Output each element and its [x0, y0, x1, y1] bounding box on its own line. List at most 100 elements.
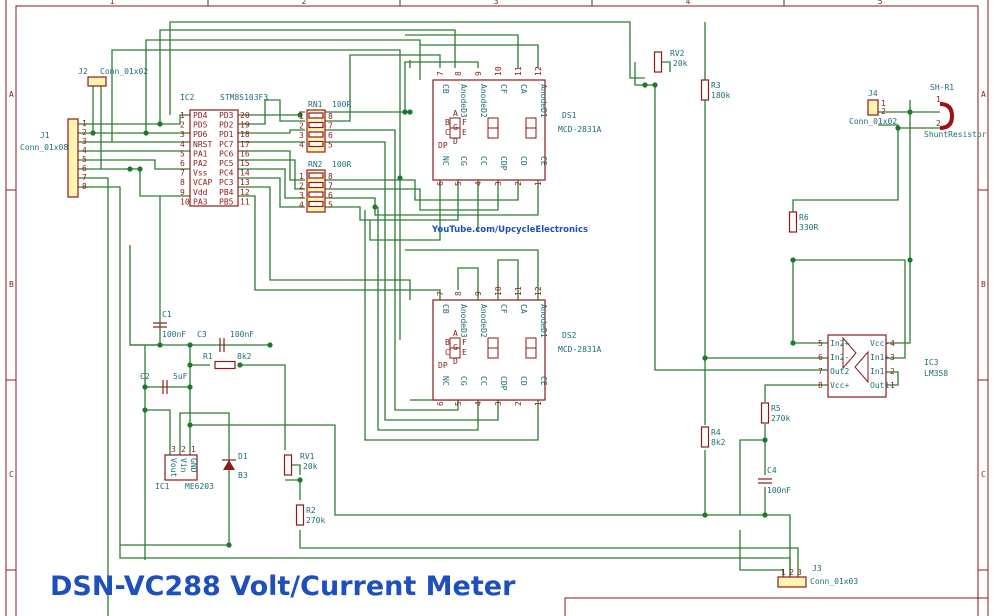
ds2-pin-name: AnodeD2 — [479, 304, 488, 338]
ds1-segment-label: E — [462, 128, 467, 137]
ds1-pin-name: CC — [479, 156, 488, 166]
rn2-element — [308, 172, 324, 179]
capacitor-c3-value: 100nF — [230, 330, 254, 339]
junction-dot — [187, 422, 193, 428]
junction-dot — [187, 384, 193, 390]
resistor-r5-ref: R5 — [771, 404, 781, 413]
j1-ref: J1 — [40, 131, 50, 140]
opamp-symbol — [854, 350, 869, 384]
ic2-value: STM8S103F3 — [220, 93, 268, 102]
junction-dot — [372, 204, 378, 210]
capacitor-c4-value: 100nF — [767, 486, 791, 495]
ic3-pin-name: Out2 — [830, 367, 849, 376]
junction-dot — [267, 342, 273, 348]
j1-pin-number: 3 — [82, 137, 87, 146]
potentiometer-rv1-value: 20k — [303, 462, 318, 471]
rn1-element — [308, 140, 324, 148]
ic2-pin-name: PC5 — [219, 159, 234, 168]
zone-row-label: C — [9, 470, 14, 479]
potentiometer-rv1-ref: RV1 — [300, 452, 315, 461]
j3-pin-number: 1 — [781, 568, 786, 577]
junction-dot — [137, 166, 143, 172]
sheet-inner-border — [15, 5, 979, 616]
ds1-segment-label: C — [445, 128, 450, 137]
junction-dot — [895, 125, 901, 131]
ds1-pin-name: AnodeD3 — [459, 84, 468, 118]
ic2-pin-number: 1 — [180, 111, 185, 120]
wire — [377, 207, 479, 431]
zone-column-label: 5 — [878, 0, 883, 6]
ic2-pin-name: PD1 — [219, 130, 234, 139]
ds2-pin-number: 2 — [514, 401, 523, 406]
wire — [240, 364, 286, 450]
wire — [325, 180, 459, 221]
zone-row-label: C — [981, 470, 986, 479]
resistor-r2-value: 270k — [306, 516, 325, 525]
ds1-digit — [525, 127, 537, 139]
rn2-ref: RN2 — [308, 160, 323, 169]
junction-dot — [297, 477, 303, 483]
zone-column-label: 1 — [110, 0, 115, 6]
ic1-pin-name: GND — [189, 458, 198, 473]
shunt-ref: SH-R1 — [930, 83, 954, 92]
j1-pin-number: 5 — [82, 155, 87, 164]
ic2-pin-number: 8 — [180, 178, 185, 187]
ds2-digit — [449, 347, 461, 359]
wire — [325, 180, 539, 216]
junction-dot — [702, 512, 708, 518]
wire — [497, 259, 519, 300]
resistor-r5-value: 270k — [771, 414, 790, 423]
wire — [238, 195, 441, 300]
ds1-pin-name: AnodeD2 — [479, 84, 488, 118]
wire — [238, 168, 305, 199]
wire — [739, 424, 766, 515]
diode-d1 — [223, 460, 235, 470]
rn1-pin-number: 5 — [328, 141, 333, 150]
shunt-pin-number: 1 — [936, 95, 941, 104]
ds2-pin-number: 9 — [474, 291, 483, 296]
zone-column-label: 3 — [494, 0, 499, 6]
ds1-pin-number: 12 — [534, 66, 543, 76]
connector-j1 — [67, 118, 79, 198]
ds2-segment-label: DP — [438, 361, 448, 370]
wire — [285, 479, 301, 500]
junction-dot — [790, 257, 796, 263]
ds2-pin-name: AnodeD1 — [539, 304, 548, 338]
wire — [405, 34, 519, 68]
wire — [764, 384, 828, 402]
potentiometer-rv2-wiper — [662, 61, 671, 72]
sheet-border — [5, 0, 989, 616]
rn2-pin-number: 2 — [299, 182, 304, 191]
ds2-pin-name: CF — [499, 304, 508, 314]
wire — [369, 180, 441, 241]
potentiometer-rv2 — [653, 51, 663, 73]
ds1-pin-name: CG — [459, 156, 468, 166]
ds2-pin-name: CG — [459, 376, 468, 386]
junction-dot — [702, 355, 708, 361]
wire — [405, 249, 539, 300]
rn1-element — [308, 131, 324, 138]
wire — [238, 99, 305, 125]
resistor-r2-ref: R2 — [306, 506, 316, 515]
ds2-pin-number: 3 — [494, 401, 503, 406]
ic3-pin-name: Out1 — [870, 381, 889, 390]
ic2-pin-number: 20 — [240, 111, 250, 120]
capacitor-c2-value: 5uF — [173, 372, 188, 381]
ic2-pin-name: PC6 — [219, 149, 234, 158]
capacitor-c2-ref: C2 — [140, 372, 150, 381]
connector-j4 — [867, 99, 879, 116]
j3-value: Conn_01x03 — [810, 577, 858, 586]
wire — [159, 29, 456, 124]
wire — [420, 44, 539, 68]
ic2-pin-number: 15 — [240, 159, 250, 168]
wire — [325, 179, 519, 201]
wire — [325, 141, 499, 421]
junction-dot — [407, 109, 413, 115]
ic2-pin-number: 14 — [240, 169, 250, 178]
wire — [238, 129, 305, 134]
ic2-ref: IC2 — [180, 93, 195, 102]
ic3-value: LM358 — [924, 369, 948, 378]
j4-ref: J4 — [868, 89, 878, 98]
rn1-value: 100R — [332, 100, 351, 109]
